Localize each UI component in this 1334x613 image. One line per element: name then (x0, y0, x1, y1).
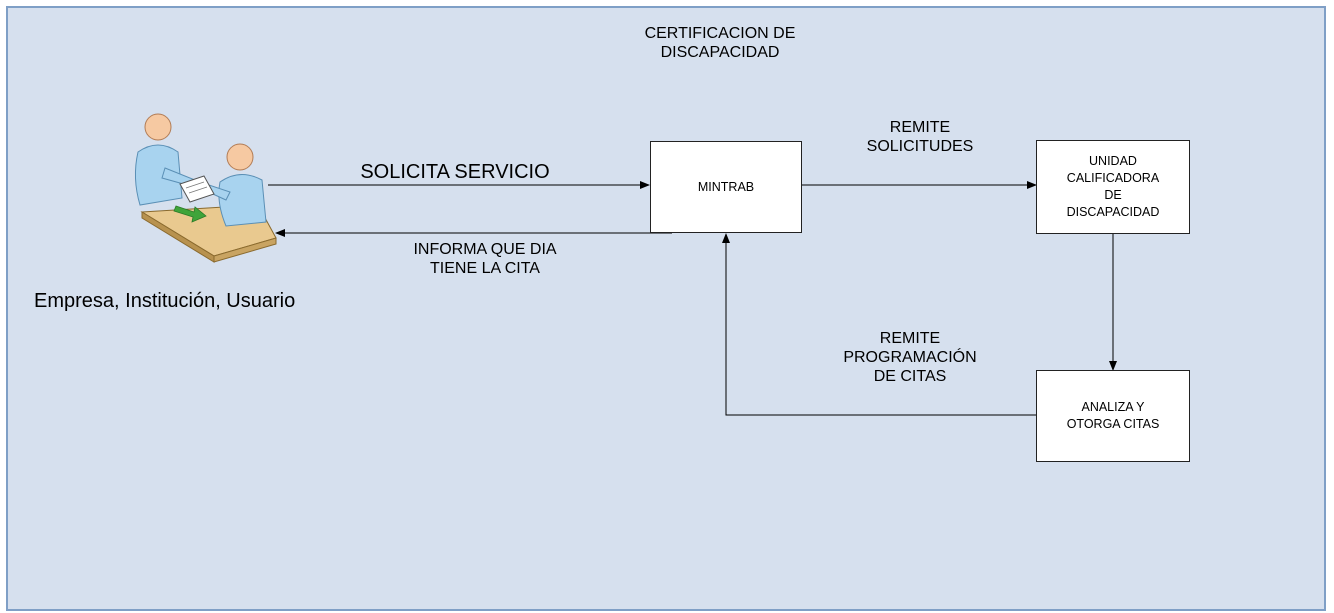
actor-label: Empresa, Institución, Usuario (34, 290, 296, 312)
diagram-canvas (6, 6, 1326, 611)
edge-label-informa-cita: INFORMA QUE DIA TIENE LA CITA (340, 240, 630, 278)
node-mintrab: MINTRAB (650, 141, 802, 233)
node-unidad-line4: DISCAPACIDAD (1066, 204, 1160, 219)
diagram-title-line1: CERTIFICACION DE (644, 25, 796, 42)
edge-label-informa-line2: TIENE LA CITA (430, 260, 540, 278)
edge-label-solicita-servicio: SOLICITA SERVICIO (360, 161, 550, 183)
edge-label-remite-solicitudes-line2: SOLICITUDES (866, 138, 974, 156)
node-unidad-calificadora: UNIDAD CALIFICADORA DE DISCAPACIDAD (1036, 140, 1190, 234)
edge-label-informa-line1: INFORMA QUE DIA (413, 241, 557, 258)
node-analiza-line1: ANALIZA Y (1081, 400, 1145, 415)
edge-label-remite-programacion-line3: DE CITAS (873, 368, 947, 386)
node-analiza-otorga-citas: ANALIZA Y OTORGA CITAS (1036, 370, 1190, 462)
edge-label-remite-solicitudes-line1: REMITE (889, 119, 951, 136)
edge-label-remite-programacion-line1: REMITE (879, 330, 941, 347)
edge-label-remite-programacion: REMITE PROGRAMACIÓN DE CITAS (800, 329, 1020, 387)
node-unidad-line2: CALIFICADORA (1066, 171, 1160, 186)
node-unidad-line1: UNIDAD (1089, 154, 1137, 169)
edge-label-remite-programacion-line2: PROGRAMACIÓN (843, 349, 977, 367)
people-at-desk-icon (134, 113, 277, 263)
node-analiza-line2: OTORGA CITAS (1066, 417, 1160, 431)
node-unidad-line3: DE (1104, 188, 1122, 202)
node-mintrab-label: MINTRAB (697, 179, 755, 194)
arrow-remite-programacion (722, 233, 1036, 416)
diagram-title-line2: DISCAPACIDAD (660, 44, 780, 62)
edge-label-remite-solicitudes: REMITE SOLICITUDES (820, 118, 1020, 156)
diagram-title: CERTIFICACION DE DISCAPACIDAD (560, 24, 880, 62)
